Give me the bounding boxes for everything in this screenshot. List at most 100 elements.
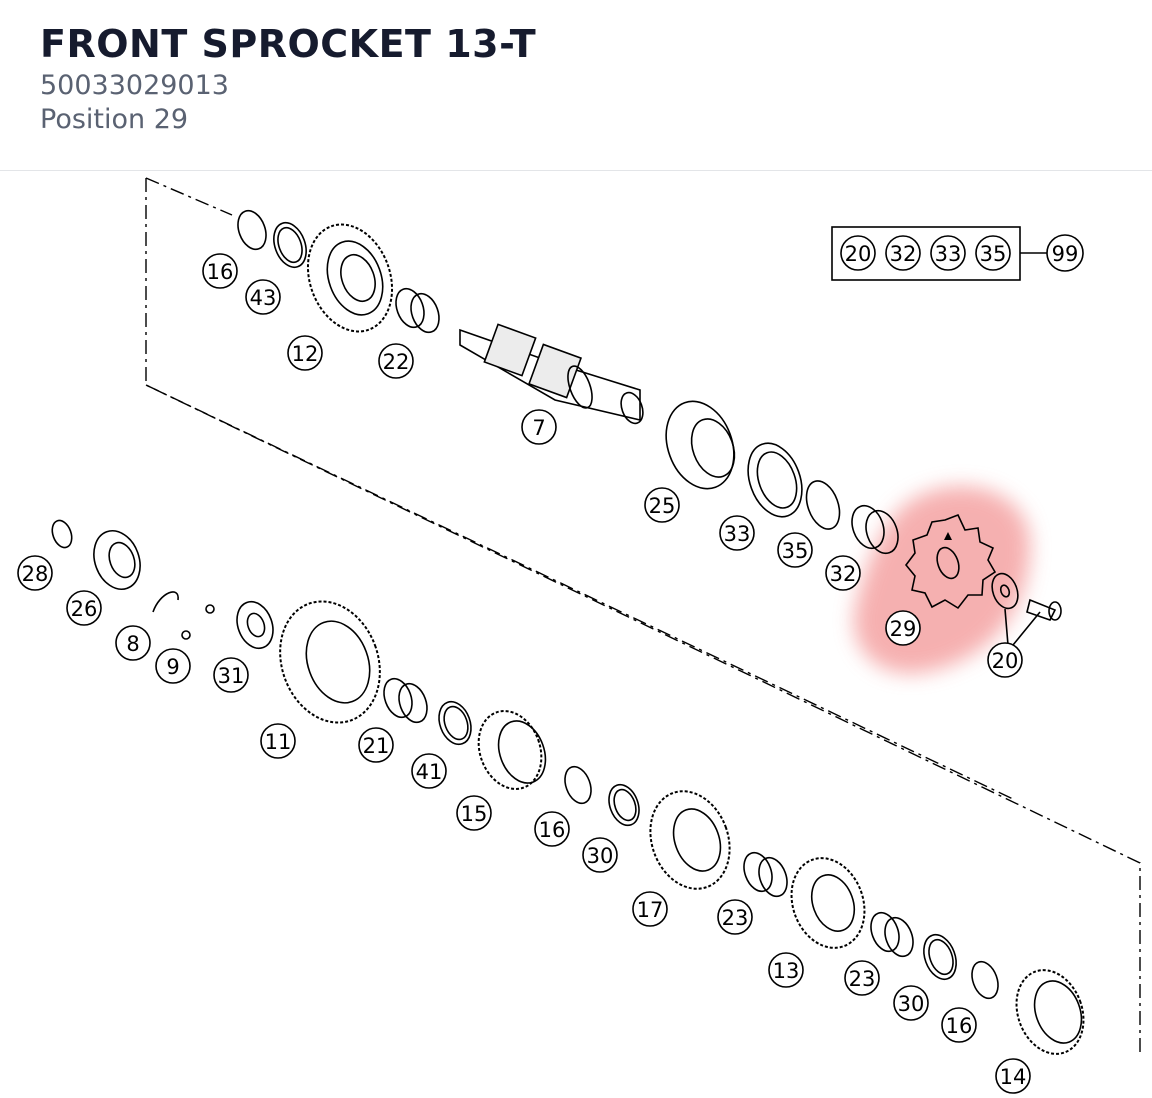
small-pin-part — [181, 604, 215, 640]
lower-washer-part — [438, 700, 472, 746]
needle-bearing-23-part — [743, 851, 788, 898]
part-position: Position 29 — [40, 104, 189, 135]
washer-30b-part — [923, 933, 957, 981]
part-number: 50033029013 — [40, 70, 229, 101]
callout-8[interactable]: 8 — [115, 625, 151, 661]
ball-bearing-part — [665, 400, 736, 490]
callout-33[interactable]: 33 — [719, 515, 755, 551]
callout-16-lower[interactable]: 16 — [534, 811, 570, 847]
callout-26[interactable]: 26 — [66, 590, 102, 626]
lower-thrust-washer-part — [236, 600, 274, 650]
svg-text:26: 26 — [71, 597, 98, 621]
lock-washer-part — [991, 572, 1019, 610]
front-sprocket-part — [904, 513, 997, 610]
svg-text:22: 22 — [383, 350, 410, 374]
callout-32[interactable]: 32 — [825, 555, 861, 591]
svg-text:99: 99 — [1052, 242, 1079, 266]
svg-text:9: 9 — [166, 655, 179, 679]
callout-leader-20 — [1004, 608, 1041, 646]
gear-17-part — [649, 790, 731, 890]
needle-bearing-23b-part — [870, 911, 914, 958]
large-gear-part — [279, 600, 381, 724]
callout-43[interactable]: 43 — [245, 279, 281, 315]
callout-25[interactable]: 25 — [644, 487, 680, 523]
svg-text:12: 12 — [292, 342, 319, 366]
callout-9[interactable]: 9 — [155, 648, 191, 684]
sprocket-bolt-part — [1026, 598, 1062, 621]
gear-14-part — [1015, 969, 1085, 1055]
shift-dog-gear-part — [477, 710, 547, 790]
callout-12[interactable]: 12 — [287, 335, 323, 371]
shaft-seal-part — [747, 442, 803, 518]
assembly-frame — [145, 177, 1141, 1055]
svg-text:17: 17 — [637, 898, 664, 922]
exploded-diagram: 20 32 33 35 99 16 43 12 22 7 25 33 35 — [17, 177, 1141, 1094]
callout-16[interactable]: 16 — [202, 253, 238, 289]
gear-part — [306, 223, 394, 333]
svg-text:16: 16 — [207, 260, 234, 284]
kit-member-callout[interactable]: 35 — [975, 235, 1011, 271]
svg-text:29: 29 — [890, 617, 917, 641]
lower-snap-ring-b-part — [564, 765, 592, 805]
callout-29[interactable]: 29 — [885, 610, 921, 646]
callout-13[interactable]: 13 — [768, 952, 804, 988]
svg-text:31: 31 — [218, 664, 245, 688]
svg-text:35: 35 — [782, 539, 809, 563]
callout-11[interactable]: 11 — [260, 723, 296, 759]
svg-text:33: 33 — [724, 522, 751, 546]
svg-text:30: 30 — [587, 844, 614, 868]
thrust-washer-part — [273, 221, 307, 269]
spacer-sleeve-part — [851, 504, 899, 555]
svg-text:23: 23 — [722, 906, 749, 930]
snap-ring-part — [237, 209, 267, 251]
callout-30-lower[interactable]: 30 — [893, 985, 929, 1021]
o-ring-part — [805, 480, 841, 530]
svg-text:16: 16 — [946, 1014, 973, 1038]
svg-text:15: 15 — [461, 802, 488, 826]
svg-text:28: 28 — [22, 562, 49, 586]
callout-30[interactable]: 30 — [582, 837, 618, 873]
kit-member-callout[interactable]: 32 — [885, 235, 921, 271]
svg-text:30: 30 — [898, 992, 925, 1016]
callout-31[interactable]: 31 — [213, 657, 249, 693]
callout-17[interactable]: 17 — [632, 891, 668, 927]
kit-target-callout[interactable]: 99 — [1046, 234, 1084, 272]
svg-text:7: 7 — [532, 416, 545, 440]
kit-member-callout[interactable]: 33 — [930, 235, 966, 271]
svg-text:23: 23 — [849, 967, 876, 991]
main-shaft-part — [459, 323, 644, 425]
callout-7[interactable]: 7 — [521, 409, 557, 445]
kit-member-callout[interactable]: 20 — [840, 235, 876, 271]
callout-41[interactable]: 41 — [411, 753, 447, 789]
callout-23-lower[interactable]: 23 — [844, 960, 880, 996]
callout-20[interactable]: 20 — [987, 642, 1023, 678]
retaining-clip-part — [152, 591, 179, 613]
lower-snap-ring-part — [51, 519, 73, 549]
lower-washer-b-part — [608, 783, 640, 827]
page-title: FRONT SPROCKET 13-T — [40, 22, 537, 66]
part-header: FRONT SPROCKET 13-T 50033029013 Position… — [0, 0, 1152, 171]
svg-text:21: 21 — [363, 734, 390, 758]
svg-text:11: 11 — [265, 730, 292, 754]
svg-text:25: 25 — [649, 494, 676, 518]
callout-21[interactable]: 21 — [358, 727, 394, 763]
needle-bearing-part — [395, 287, 440, 334]
callout-14[interactable]: 14 — [995, 1058, 1031, 1094]
callout-35[interactable]: 35 — [777, 532, 813, 568]
callout-23[interactable]: 23 — [717, 899, 753, 935]
callout-15[interactable]: 15 — [456, 795, 492, 831]
snap-ring-16c-part — [971, 960, 999, 1000]
callout-28[interactable]: 28 — [17, 555, 53, 591]
svg-text:20: 20 — [992, 649, 1019, 673]
callout-16-end[interactable]: 16 — [941, 1007, 977, 1043]
kit-box: 20 32 33 35 99 — [831, 226, 1084, 281]
svg-text:8: 8 — [126, 632, 139, 656]
svg-text:16: 16 — [539, 818, 566, 842]
svg-text:41: 41 — [416, 760, 443, 784]
svg-text:43: 43 — [250, 286, 277, 310]
svg-text:33: 33 — [935, 242, 962, 266]
callouts: 16 43 12 22 7 25 33 35 32 29 20 28 26 8 … — [17, 253, 1031, 1094]
svg-text:35: 35 — [980, 242, 1007, 266]
callout-22[interactable]: 22 — [378, 343, 414, 379]
svg-text:20: 20 — [845, 242, 872, 266]
